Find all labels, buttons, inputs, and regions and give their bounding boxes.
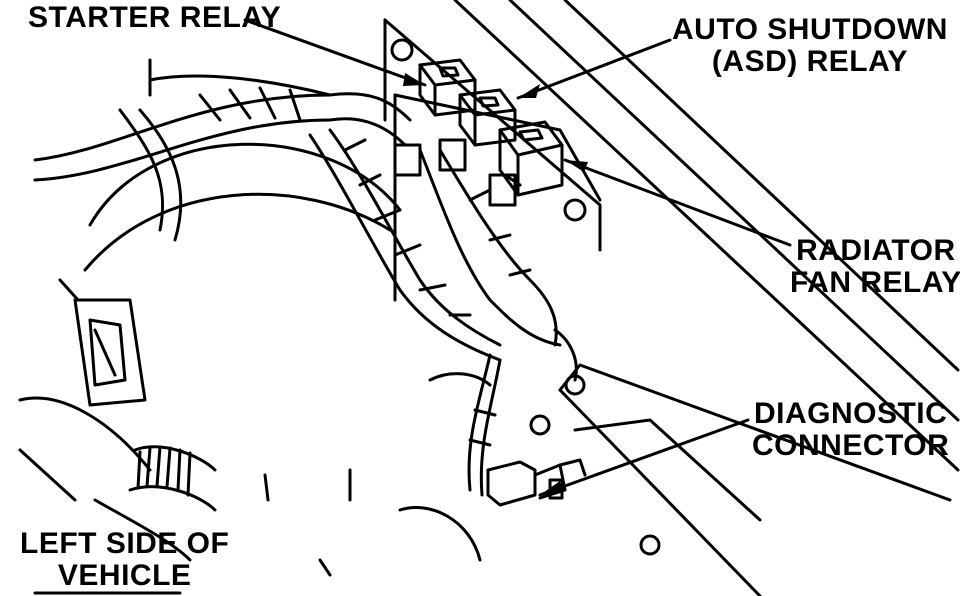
diagnostic-connector-label: DIAGNOSTIC CONNECTOR [752,397,950,462]
radiator-fan-relay-leader [563,158,792,247]
diagnostic-connector-icon [486,458,587,507]
engine-components [263,328,578,577]
corrugated-hose [128,445,217,512]
relay-bracket [390,38,602,302]
relay-connectors [393,138,517,207]
starter-relay-label: STARTER RELAY [28,1,282,34]
shock-tower [18,142,402,562]
asd-relay-icon [458,88,517,147]
diagnostic-connector-leader [538,418,750,497]
starter-relay-icon [418,58,477,117]
left-side-of-vehicle-label: LEFT SIDE OF VEHICLE [20,527,230,592]
wiring-harness [33,58,562,497]
mounting-plate [529,363,952,596]
asd-relay-leader [516,38,672,100]
bolt-icon [639,534,661,556]
radiator-fan-relay-label: RADIATOR FAN RELAY [790,234,960,299]
bolt-icon [529,414,551,436]
leader-lines [33,18,792,595]
air-cleaner-box [58,278,147,407]
asd-relay-label: AUTO SHUTDOWN (ASD) RELAY [672,13,948,78]
bolt-icon [390,38,414,62]
bolt-icon [563,198,587,222]
starter-relay-leader [243,18,427,87]
radiator-fan-relay-icon [498,120,564,197]
